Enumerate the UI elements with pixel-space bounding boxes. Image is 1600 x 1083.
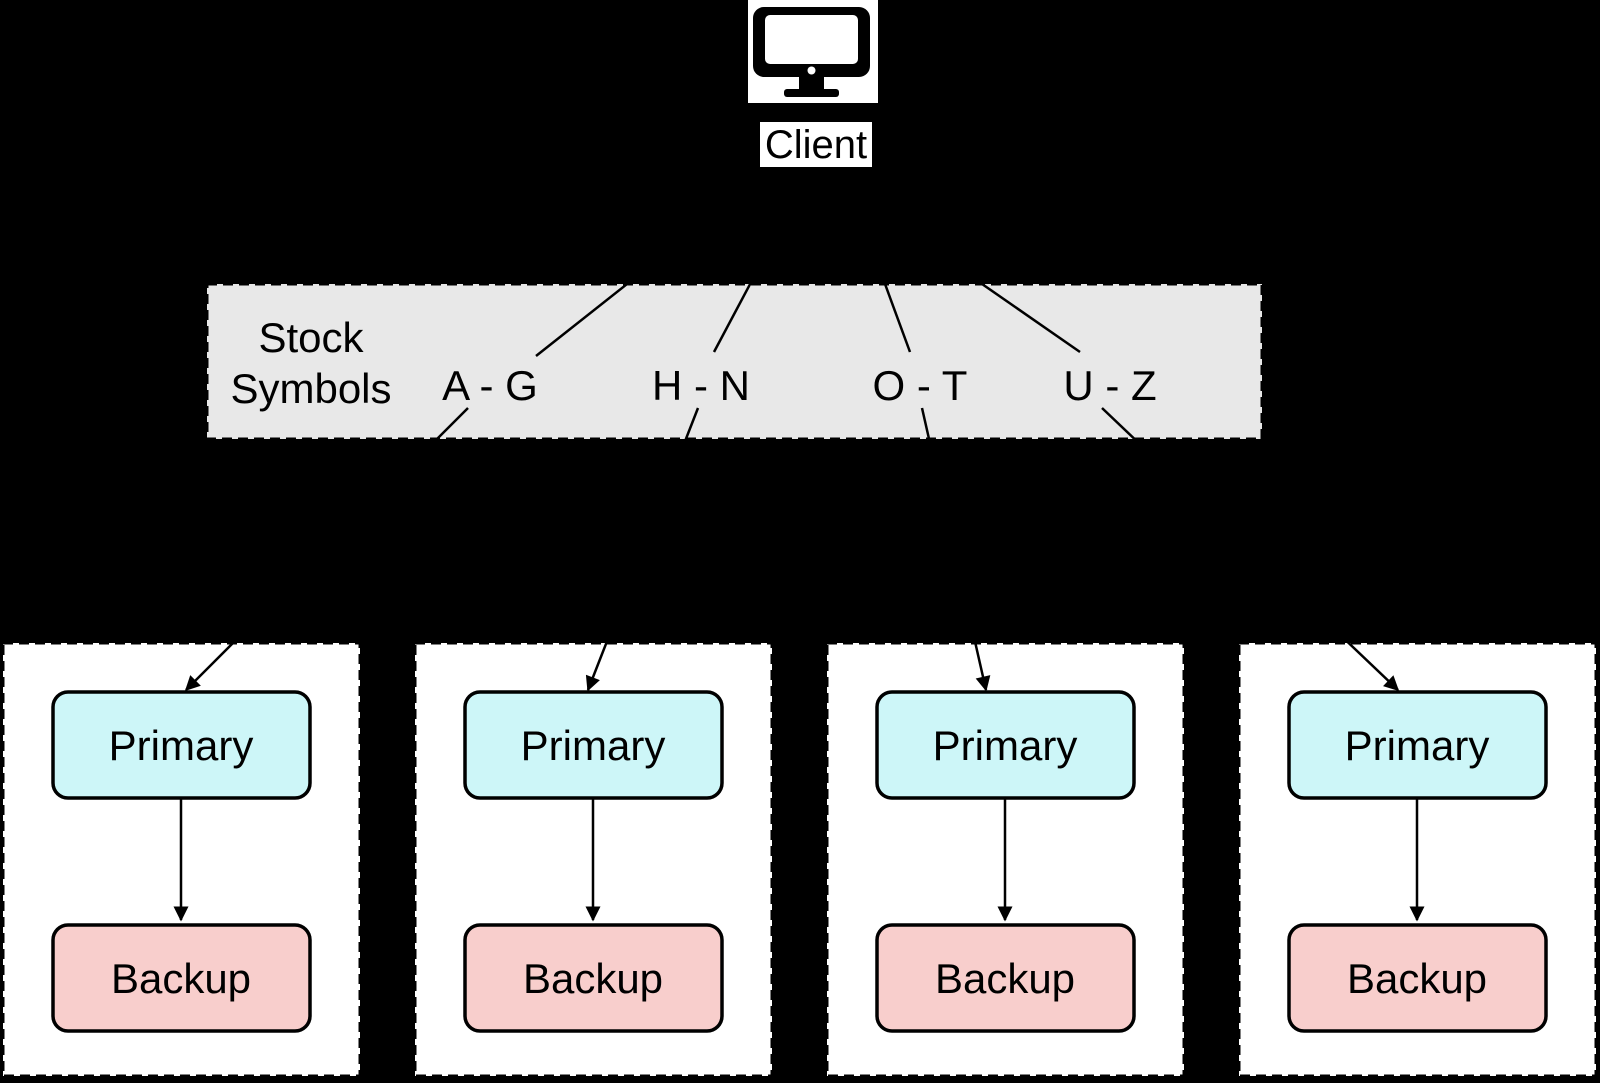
edge-client-to-range-o-t <box>843 174 912 353</box>
arrow-range-a-g-to-primary-1 <box>184 407 469 692</box>
partition-title-line2: Symbols <box>230 365 392 412</box>
primary-label-2: Primary <box>520 722 666 769</box>
primary-node-1 <box>51 690 312 800</box>
partition-title-line1: Stock <box>258 314 364 361</box>
primary-node-2 <box>463 690 724 800</box>
client-label-plate <box>760 122 872 167</box>
arrow-range-u-z-to-primary-4 <box>1101 407 1400 692</box>
primary-node-4 <box>1287 690 1548 800</box>
primary-node-3 <box>875 690 1136 800</box>
edge-client-to-range-h-n <box>712 174 810 353</box>
backup-node-3 <box>875 923 1136 1033</box>
range-label-o-t: O - T <box>872 362 968 409</box>
range-label-u-z: U - Z <box>1063 362 1157 409</box>
range-label-a-g: A - G <box>442 362 538 409</box>
client-monitor-icon <box>753 7 870 97</box>
backup-node-2 <box>463 923 724 1033</box>
primary-label-1: Primary <box>108 722 254 769</box>
backup-label-2: Backup <box>522 955 664 1002</box>
primary-label-4: Primary <box>1344 722 1490 769</box>
backup-node-4 <box>1287 923 1548 1033</box>
primary-label-3: Primary <box>932 722 1078 769</box>
partition-box <box>205 282 1264 441</box>
edge-client-to-range-a-g <box>535 174 766 357</box>
client-label: Client <box>764 123 868 167</box>
range-label-h-n: H - N <box>652 362 750 409</box>
backup-label-3: Backup <box>934 955 1076 1002</box>
backup-label-1: Backup <box>110 955 252 1002</box>
backup-node-1 <box>51 923 312 1033</box>
edge-client-to-range-u-z <box>824 173 1081 354</box>
arrow-range-h-n-to-primary-2 <box>585 407 700 692</box>
backup-label-4: Backup <box>1346 955 1488 1002</box>
arrow-range-o-t-to-primary-3 <box>920 407 991 692</box>
